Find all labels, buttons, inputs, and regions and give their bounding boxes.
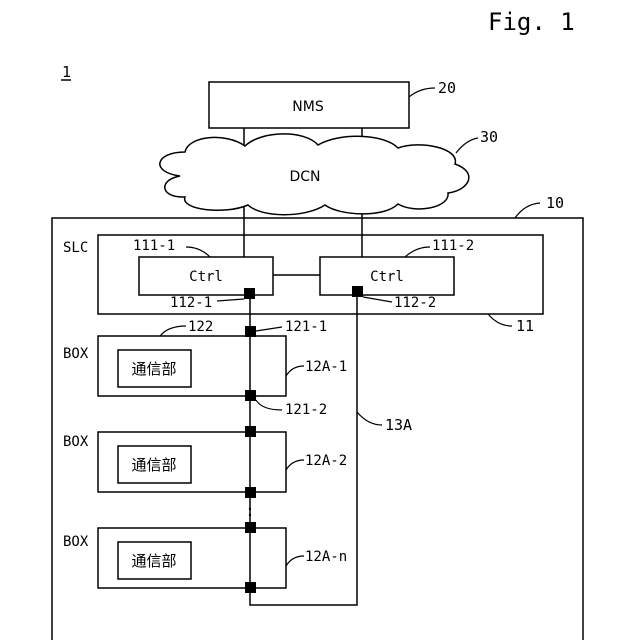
port-bottom-ref: 121-2 <box>285 402 327 418</box>
slc-label: SLC <box>63 240 88 256</box>
box-1-ref-leader <box>286 366 304 376</box>
ctrl-1-label: Ctrl <box>189 269 223 285</box>
box-2-port-bottom <box>245 487 256 498</box>
device-ref: 10 <box>546 194 564 212</box>
slc-ref-leader <box>488 314 512 326</box>
box-1-label: BOX <box>63 346 89 362</box>
ctrl-2-ref-leader <box>405 247 430 257</box>
unit-ref: 122 <box>188 319 213 335</box>
box-2-unit-label: 通信部 <box>131 456 176 474</box>
ctrl-1-port-leader <box>217 299 244 301</box>
box-1-ref: 12A-1 <box>305 359 347 375</box>
box-1-port-top <box>245 326 256 337</box>
system-ref: 1 <box>62 63 71 81</box>
slc-ref: 11 <box>516 317 534 335</box>
box-3-ref: 12A-n <box>305 549 347 565</box>
box-3-port-top <box>245 522 256 533</box>
dcn-label: DCN <box>289 169 320 185</box>
port-top-ref: 121-1 <box>285 319 327 335</box>
box-2-label: BOX <box>63 434 89 450</box>
unit-ref-leader <box>160 326 186 336</box>
dcn-ref: 30 <box>480 128 498 146</box>
ctrl-1-ref: 111-1 <box>133 238 175 254</box>
chain-ellipsis: : <box>245 501 255 520</box>
port-bottom-ref-leader <box>256 400 282 410</box>
nms-ref-leader <box>409 88 435 97</box>
nms-label: NMS <box>292 99 324 115</box>
dcn-ref-leader <box>456 138 478 153</box>
figure-title: Fig. 1 <box>488 8 575 36</box>
ctrl-1-ref-leader <box>186 247 210 257</box>
box-3-label: BOX <box>63 534 89 550</box>
box-2-ref: 12A-2 <box>305 453 347 469</box>
box-2-ref-leader <box>286 460 304 470</box>
device-ref-leader <box>515 203 540 218</box>
box-3-unit-label: 通信部 <box>131 552 176 570</box>
box-3-port-bottom <box>245 582 256 593</box>
ctrl-2-port-leader <box>363 297 392 302</box>
cable-ref: 13A <box>385 416 412 434</box>
box-3-ref-leader <box>286 556 304 566</box>
box-2-port-top <box>245 426 256 437</box>
ctrl-1-port-ref: 112-1 <box>170 295 212 311</box>
ctrl-2-port <box>352 286 363 297</box>
ctrl-2-ref: 111-2 <box>432 238 474 254</box>
port-top-ref-leader <box>256 327 282 331</box>
ctrl-2-label: Ctrl <box>370 269 404 285</box>
nms-ref: 20 <box>438 79 456 97</box>
cable-ref-leader <box>357 412 382 425</box>
ctrl-2-port-ref: 112-2 <box>394 295 436 311</box>
box-1-port-bottom <box>245 390 256 401</box>
box-1-unit-label: 通信部 <box>131 360 176 378</box>
